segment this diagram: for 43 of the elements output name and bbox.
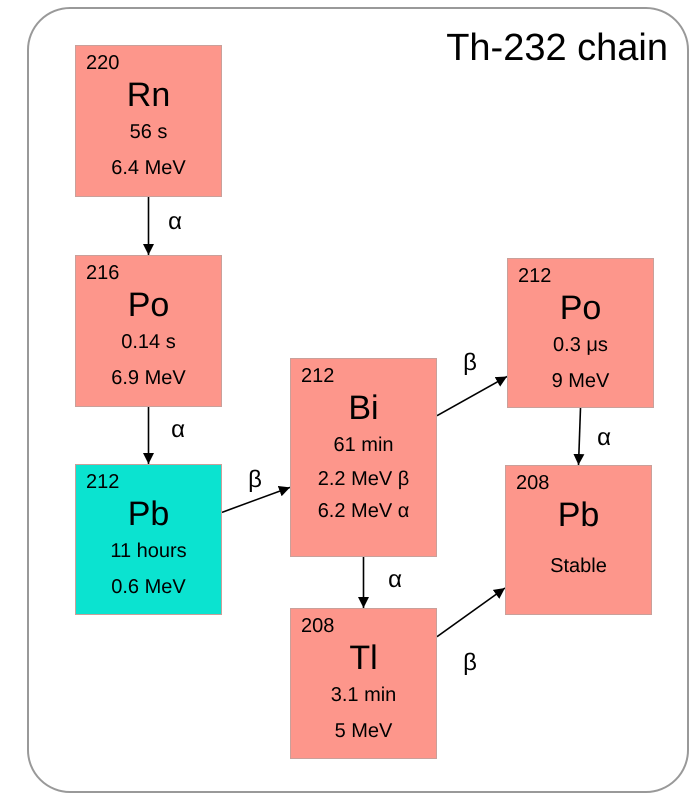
half-life: 61 min: [333, 433, 394, 458]
nuclide-box: [507, 258, 654, 408]
decay-arrow: [358, 557, 369, 608]
mass-number: 216: [86, 262, 120, 284]
decay-arrow: [143, 407, 154, 464]
nuclide-box: [290, 608, 437, 759]
half-life: 11 hours: [110, 539, 187, 564]
decay-energy: 6.9 MeV: [111, 366, 186, 391]
decay-arrow: [436, 376, 508, 416]
decay-energy: 5 MeV: [334, 719, 392, 744]
decay-arrow: [222, 486, 290, 514]
element-symbol: Po: [560, 289, 602, 327]
mass-number: 212: [301, 365, 334, 387]
element-symbol: Pb: [128, 495, 170, 533]
decay-arrow: [143, 197, 154, 255]
half-life: 3.1 min: [330, 683, 396, 708]
decay-energy: 6.2 MeV α: [318, 499, 410, 524]
decay-energy: 0.6 MeV: [111, 575, 186, 600]
element-symbol: Tl: [349, 639, 378, 677]
mass-number: 208: [301, 615, 334, 637]
mass-number: 212: [518, 265, 552, 287]
nuclide-box: [290, 358, 437, 557]
half-life: 56 s: [130, 120, 168, 145]
decay-arrow: [573, 408, 584, 466]
element-symbol: Po: [128, 286, 170, 324]
nuclide-box: [75, 255, 222, 407]
element-symbol: Pb: [558, 496, 600, 534]
mass-number: 208: [516, 472, 550, 494]
half-life: 0.3 μs: [553, 333, 608, 358]
mass-number: 220: [86, 52, 120, 74]
decay-energy: 6.4 MeV: [111, 156, 186, 181]
nuclide-box: [75, 464, 222, 615]
diagram-title: Th-232 chain: [446, 26, 668, 70]
mass-number: 212: [86, 471, 120, 493]
nuclide-box: [75, 45, 222, 197]
nuclide-box: [505, 465, 652, 615]
decay-energy: 2.2 MeV β: [318, 467, 410, 492]
element-symbol: Bi: [348, 389, 379, 427]
decay-arrow: [436, 587, 506, 638]
element-symbol: Rn: [126, 76, 170, 114]
decay-energy: 9 MeV: [552, 369, 610, 394]
half-life: Stable: [550, 554, 607, 579]
half-life: 0.14 s: [121, 330, 176, 355]
